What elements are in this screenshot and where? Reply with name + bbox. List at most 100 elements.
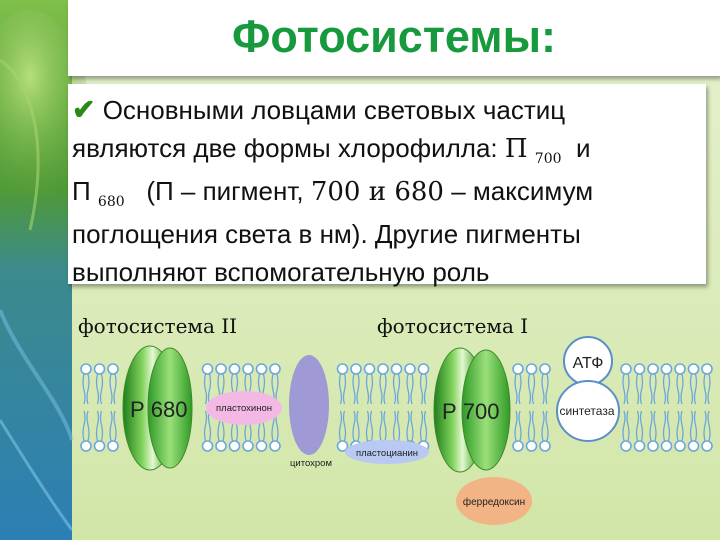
photosystem-1-complex: Р 700 bbox=[433, 347, 511, 473]
lipid-tail bbox=[622, 373, 626, 405]
lipid-head bbox=[269, 363, 281, 375]
lipid-tail bbox=[369, 373, 374, 405]
cytochrome: цитохром bbox=[289, 355, 332, 469]
body-line-2-text: являются две формы хлорофилла: bbox=[72, 133, 505, 163]
lipid-tail bbox=[531, 373, 536, 405]
lipid-tail bbox=[707, 410, 711, 442]
lipid-tail bbox=[423, 373, 428, 405]
lipid-tail bbox=[419, 410, 424, 442]
lipid-head bbox=[363, 363, 376, 375]
lipid-tail bbox=[365, 373, 370, 405]
pigment-letter: П bbox=[504, 134, 528, 164]
lipid-head bbox=[201, 440, 214, 452]
lipid-tail bbox=[518, 410, 522, 442]
photosystem-2-complex: Р 680 bbox=[122, 345, 193, 471]
body-line-3: П 680 (П – пигмент, 700 и 680 – максимум bbox=[72, 172, 708, 215]
atp-label: АТФ bbox=[573, 355, 604, 372]
lipid-tail bbox=[703, 410, 707, 442]
lipid-head bbox=[525, 363, 538, 375]
lipid-head bbox=[512, 440, 524, 452]
lipid-tail bbox=[86, 373, 90, 405]
lipid-tail bbox=[622, 410, 626, 442]
lipid-tail bbox=[545, 410, 549, 442]
lipid-tail bbox=[410, 373, 414, 405]
lipid-tail bbox=[680, 373, 684, 405]
lipid-head bbox=[228, 440, 241, 452]
lipid-tail bbox=[689, 373, 694, 405]
lipid-tail bbox=[406, 410, 410, 442]
subscript-680: 680 bbox=[97, 194, 125, 210]
lipid-head bbox=[660, 363, 673, 375]
ferredoxin-label: ферредоксин bbox=[463, 496, 525, 508]
lipid-tail bbox=[82, 410, 86, 442]
plastocyanin: пластоцианин bbox=[345, 440, 429, 464]
lipid-tail bbox=[635, 410, 640, 442]
body-line-1-text: Основными ловцами световых частиц bbox=[95, 95, 566, 125]
lipid-tail bbox=[639, 373, 644, 405]
lipid-tail bbox=[352, 373, 356, 405]
body-line-3-numbers: 700 и 680 bbox=[310, 177, 444, 207]
lipid-tail bbox=[649, 410, 653, 442]
lipid-tail bbox=[356, 410, 360, 442]
lipid-tail bbox=[531, 410, 536, 442]
lipid-tail bbox=[410, 410, 414, 442]
lipid-head bbox=[242, 440, 254, 452]
atp-synthase: АТФ синтетаза bbox=[556, 336, 620, 442]
lipid-head bbox=[539, 440, 551, 452]
lipid-tail bbox=[203, 410, 208, 442]
lipid-tail bbox=[676, 373, 680, 405]
lipid-head bbox=[228, 363, 241, 375]
body-line-3-text-a: (П – пигмент, bbox=[146, 176, 311, 206]
lipid-tail bbox=[95, 373, 100, 405]
lipid-head bbox=[336, 440, 349, 452]
body-line-3-text-b: – максимум bbox=[443, 176, 594, 206]
plastoquinone: пластохинон bbox=[206, 391, 282, 425]
lipid-head bbox=[93, 440, 106, 452]
lipid-head bbox=[215, 440, 227, 452]
lipid-tail bbox=[203, 373, 208, 405]
lipid-tail bbox=[86, 410, 90, 442]
lipid-tail bbox=[356, 373, 360, 405]
lipid-head bbox=[687, 363, 700, 375]
body-box bbox=[68, 84, 706, 284]
lipid-tail bbox=[338, 373, 343, 405]
cytochrome-label: цитохром bbox=[290, 458, 332, 469]
body-line-2: являются две формы хлорофилла: П 700 и bbox=[72, 129, 708, 172]
lipid-tail bbox=[342, 373, 347, 405]
body-text: ✔ Основными ловцами световых частиц явля… bbox=[72, 91, 708, 291]
lipid-tail bbox=[693, 373, 698, 405]
lipid-tail bbox=[419, 373, 424, 405]
checkmark-icon: ✔ bbox=[72, 94, 96, 125]
lipid-tail bbox=[383, 373, 387, 405]
lipid-head bbox=[80, 363, 92, 375]
lipid-tail bbox=[653, 410, 657, 442]
lipid-tail bbox=[82, 373, 86, 405]
p700-label: Р 700 bbox=[442, 399, 500, 424]
lipid-tail bbox=[406, 373, 410, 405]
title-box bbox=[68, 0, 720, 76]
lipid-tail bbox=[635, 373, 640, 405]
lipid-head bbox=[107, 440, 119, 452]
lipid-tail bbox=[518, 373, 522, 405]
lipid-head bbox=[701, 363, 713, 375]
lipid-head bbox=[255, 440, 268, 452]
lipid-head bbox=[80, 440, 92, 452]
lipid-tail bbox=[666, 373, 671, 405]
ps1-label: фотосистема I bbox=[377, 314, 528, 338]
lipid-head bbox=[647, 440, 659, 452]
lipid-head bbox=[377, 363, 389, 375]
lipid-tail bbox=[514, 410, 518, 442]
lipid-head bbox=[269, 440, 281, 452]
lipid-tail bbox=[666, 410, 671, 442]
lipid-head bbox=[336, 363, 349, 375]
lipid-tail bbox=[514, 373, 518, 405]
lipid-tail bbox=[109, 373, 113, 405]
lipid-tail bbox=[626, 373, 630, 405]
lipid-tail bbox=[207, 410, 212, 442]
lipid-tail bbox=[396, 373, 401, 405]
body-line-5: выполняют вспомогательную роль bbox=[72, 257, 490, 287]
lipid-tail bbox=[392, 373, 397, 405]
body-line-1: ✔ Основными ловцами световых частиц bbox=[72, 91, 708, 129]
lipid-tail bbox=[352, 410, 356, 442]
